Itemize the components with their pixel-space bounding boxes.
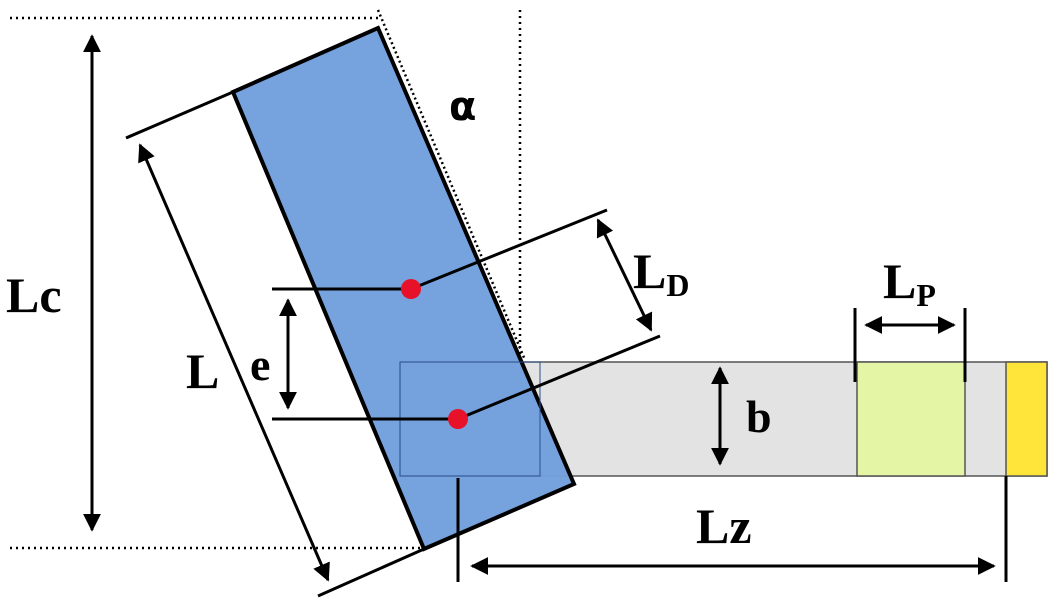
label-ld: LD xyxy=(633,243,689,303)
green-segment xyxy=(856,361,966,477)
l-dimension-arrow xyxy=(138,143,330,582)
label-lp: LP xyxy=(883,253,936,313)
label-lp-subscript: P xyxy=(916,277,936,313)
l-extension-top xyxy=(125,90,234,140)
label-l: L xyxy=(186,343,219,399)
lower-point xyxy=(448,409,468,429)
yellow-end-segment xyxy=(1005,361,1048,477)
label-lc: Lc xyxy=(6,267,62,323)
l-extension-bottom xyxy=(317,547,425,598)
label-ld-subscript: D xyxy=(666,267,689,303)
upper-point xyxy=(401,279,421,299)
ld-extension-lower xyxy=(457,334,661,421)
label-alpha: α xyxy=(449,84,476,130)
block-edge-dotted-line xyxy=(376,9,527,361)
label-b: b xyxy=(746,391,772,442)
ld-extension-upper xyxy=(410,208,608,291)
label-lp-main: L xyxy=(883,253,916,309)
label-lz: Lz xyxy=(696,498,752,554)
label-ld-main: L xyxy=(633,243,666,299)
label-e: e xyxy=(250,339,270,390)
ld-dimension-arrow xyxy=(596,218,653,332)
